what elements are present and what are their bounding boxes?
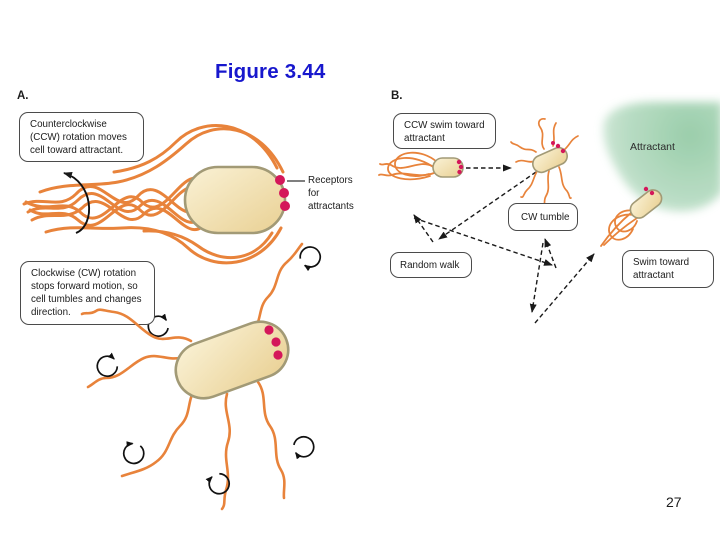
caption-line: cell tumbles and changes [31,294,142,305]
bacterium-cw-tumble [86,242,324,511]
flagella-bundle [600,209,639,247]
ccw-rotation-caption-box: Counterclockwise (CCW) rotation moves ce… [19,112,144,162]
cell-body [183,165,287,235]
receptor-dots [643,186,655,196]
cell-body [174,320,290,400]
caption-line: for [308,188,320,199]
cell-body [629,189,663,219]
cell-body [532,146,568,174]
bacterium-b-toward-attractant [600,186,663,247]
run-arrow-5 [544,238,557,269]
random-walk-caption-box: Random walk [390,252,472,278]
caption-line: Clockwise (CW) rotation [31,268,137,279]
ccw-rotation-arrow [63,171,91,234]
flagella-splayed [86,242,304,511]
caption-line: Counterclockwise [30,119,107,130]
page-number: 27 [666,494,682,510]
attractant-zone [603,102,720,212]
run-arrow-2 [438,171,537,240]
cw-tumble-caption-box: CW tumble [508,203,578,231]
receptor-dots [264,325,283,360]
caption-line: attractant [633,270,674,281]
caption-line: cell toward attractant. [30,145,124,156]
figure-title: Figure 3.44 [215,60,326,83]
attractant-label: Attractant [630,141,675,153]
panel-b-label: B. [391,90,403,102]
flagella-splayed [510,118,579,208]
ccw-swim-caption-box: CCW swim toward attractant [393,113,496,149]
flagella-bundle [378,151,438,181]
receptors-label: Receptors for attractants [308,174,354,213]
caption-line: stops forward motion, so [31,281,138,292]
run-arrow-3 [413,214,434,243]
caption-line: (CCW) rotation moves [30,132,127,143]
bacterium-ccw-run [22,124,305,265]
random-walk-path [413,164,595,324]
caption-line: CCW swim toward [404,120,485,131]
caption-line: direction. [31,307,71,318]
flagella-bundle [22,124,285,265]
caption-line: Swim toward [633,257,690,268]
bacterium-b-tumble [510,118,579,208]
receptor-dots [551,141,566,154]
cw-rotation-caption-box: Clockwise (CW) rotation stops forward mo… [20,261,155,325]
caption-line: attractant [404,133,445,144]
bacterium-b-swim [378,151,464,181]
run-arrow-4 [413,217,553,266]
receptor-dots [275,175,290,211]
swim-toward-caption-box: Swim toward attractant [622,250,714,288]
panel-a-label: A. [17,90,29,102]
caption-line: attractants [308,201,354,212]
caption-line: Receptors [308,175,353,186]
receptor-dots [456,159,464,175]
run-arrow-6 [529,242,544,313]
run-arrow-7 [534,253,595,324]
